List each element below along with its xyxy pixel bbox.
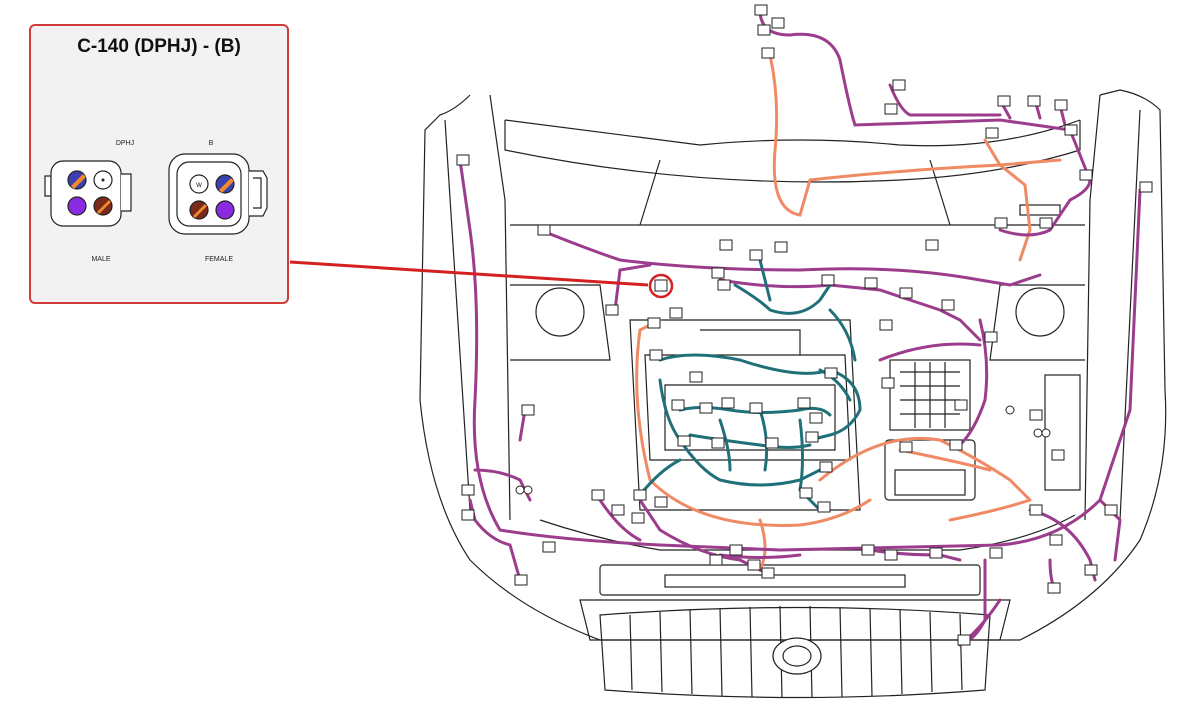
female-connector-face [168,153,268,235]
connector-pinout: W [44,153,268,235]
female-pin-label: W [196,182,202,189]
callout-leader-line [289,260,649,287]
highlight-ring [648,273,674,299]
main-harness [458,8,1142,647]
connector-detail-panel: C-140 (DPHJ) - (B) DPHJ B [29,24,289,304]
female-header: B [208,140,214,147]
connector-title: C-140 (DPHJ) - (B) [77,36,241,57]
secondary-harness [635,53,1062,572]
male-header: DPHJ [115,140,135,147]
female-label: FEMALE [204,256,233,263]
male-label: MALE [91,256,111,263]
vehicle-outline [419,89,1167,699]
male-connector-face [44,160,132,227]
c140-connector[interactable] [654,279,668,292]
callout [289,260,674,299]
connectors [456,4,1153,646]
